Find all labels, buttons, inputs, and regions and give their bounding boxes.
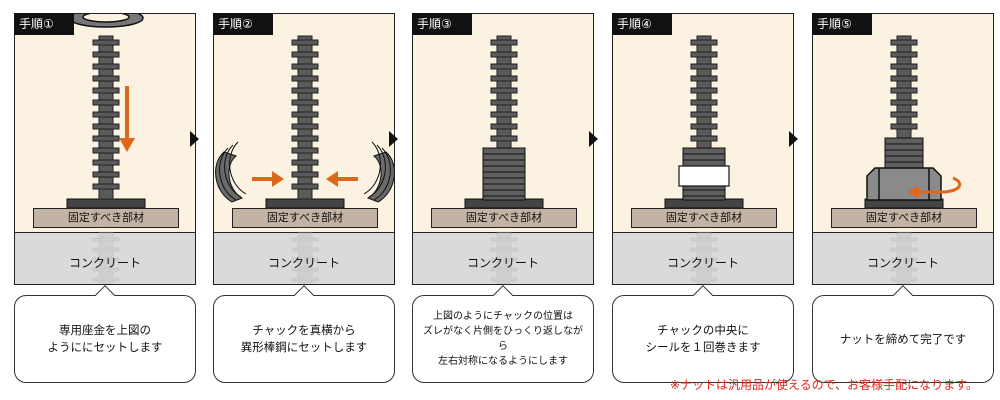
concrete-block xyxy=(15,232,195,284)
step-3: 固定すべき部材 コンクリート 手順③ 上図のようにチャックの位置は ズレがなく片… xyxy=(412,13,594,395)
concrete-block xyxy=(813,232,993,284)
concrete-label: コンクリート xyxy=(267,256,340,270)
concrete-block xyxy=(413,232,593,284)
step-caption: 上図のようにチャックの位置は ズレがなく片側をひっくり返しながら 左右対称になる… xyxy=(412,295,594,383)
step-title: 手順② xyxy=(213,13,273,35)
step-2: 固定すべき部材 コンクリート 手順② チャックを真横から 異形棒鋼にセットします xyxy=(213,13,395,395)
base-member-label: 固定すべき部材 xyxy=(831,208,977,228)
chuck-left-icon xyxy=(215,141,247,203)
down-arrow-icon xyxy=(119,86,135,152)
left-arrow-icon xyxy=(326,171,358,187)
rotate-arrow-icon xyxy=(907,176,962,198)
chuck-icon xyxy=(482,147,526,201)
step-title: 手順① xyxy=(14,13,74,35)
step-3-panel: 固定すべき部材 コンクリート xyxy=(412,13,594,285)
chuck-icon xyxy=(884,137,924,173)
plate-icon xyxy=(66,198,146,209)
step-1: 固定すべき部材 コンクリート 手順① 専用座金を上図の ようににセットします xyxy=(14,13,196,395)
washer-icon xyxy=(68,14,144,28)
step-title: 手順④ xyxy=(612,13,672,35)
plate-icon xyxy=(265,198,345,209)
concrete-block xyxy=(613,232,793,284)
rebar-icon xyxy=(92,35,120,200)
base-member-label: 固定すべき部材 xyxy=(232,208,378,228)
nut-icon xyxy=(866,167,942,201)
base-member-label: 固定すべき部材 xyxy=(33,208,179,228)
right-arrow-icon xyxy=(252,171,284,187)
step-caption: チャックの中央に シールを１回巻きます xyxy=(612,295,794,383)
step-4-panel: 固定すべき部材 コンクリート xyxy=(612,13,794,285)
concrete-label: コンクリート xyxy=(666,256,739,270)
rebar-below-icon xyxy=(690,231,718,284)
next-arrow-icon xyxy=(789,131,798,147)
rebar-below-icon xyxy=(291,231,319,284)
step-3-illustration xyxy=(464,35,544,284)
step-5-illustration xyxy=(864,35,962,284)
next-arrow-icon xyxy=(589,131,598,147)
next-arrow-icon xyxy=(389,131,398,147)
base-member-label: 固定すべき部材 xyxy=(631,208,777,228)
concrete-label: コンクリート xyxy=(866,256,939,270)
step-title: 手順③ xyxy=(412,13,472,35)
rebar-below-icon xyxy=(92,231,120,284)
step-caption: ナットを締めて完了です xyxy=(812,295,994,383)
step-2-illustration xyxy=(215,35,394,284)
step-caption: 専用座金を上図の ようににセットします xyxy=(14,295,196,383)
step-5: 固定すべき部材 コンクリート 手順⑤ ナットを締めて完了です xyxy=(812,13,994,395)
rebar-below-icon xyxy=(490,231,518,284)
concrete-block xyxy=(214,232,394,284)
base-member-label: 固定すべき部材 xyxy=(431,208,577,228)
step-4: 固定すべき部材 コンクリート 手順④ チャックの中央に シールを１回巻きます xyxy=(612,13,794,395)
concrete-label: コンクリート xyxy=(68,256,141,270)
chuck-right-icon xyxy=(363,141,394,203)
step-2-panel: 固定すべき部材 コンクリート xyxy=(213,13,395,285)
footnote: ※ナットは汎用品が使えるので、お客様手配になります。 xyxy=(669,378,978,392)
step-caption: チャックを真横から 異形棒鋼にセットします xyxy=(213,295,395,383)
step-1-illustration xyxy=(66,14,146,284)
step-1-panel: 固定すべき部材 コンクリート xyxy=(14,13,196,285)
next-arrow-icon xyxy=(190,131,199,147)
seal-icon xyxy=(678,165,730,187)
concrete-label: コンクリート xyxy=(466,256,539,270)
step-title: 手順⑤ xyxy=(812,13,872,35)
rebar-icon xyxy=(291,35,319,200)
step-5-panel: 固定すべき部材 コンクリート xyxy=(812,13,994,285)
rebar-below-icon xyxy=(890,231,918,284)
step-4-illustration xyxy=(664,35,744,284)
